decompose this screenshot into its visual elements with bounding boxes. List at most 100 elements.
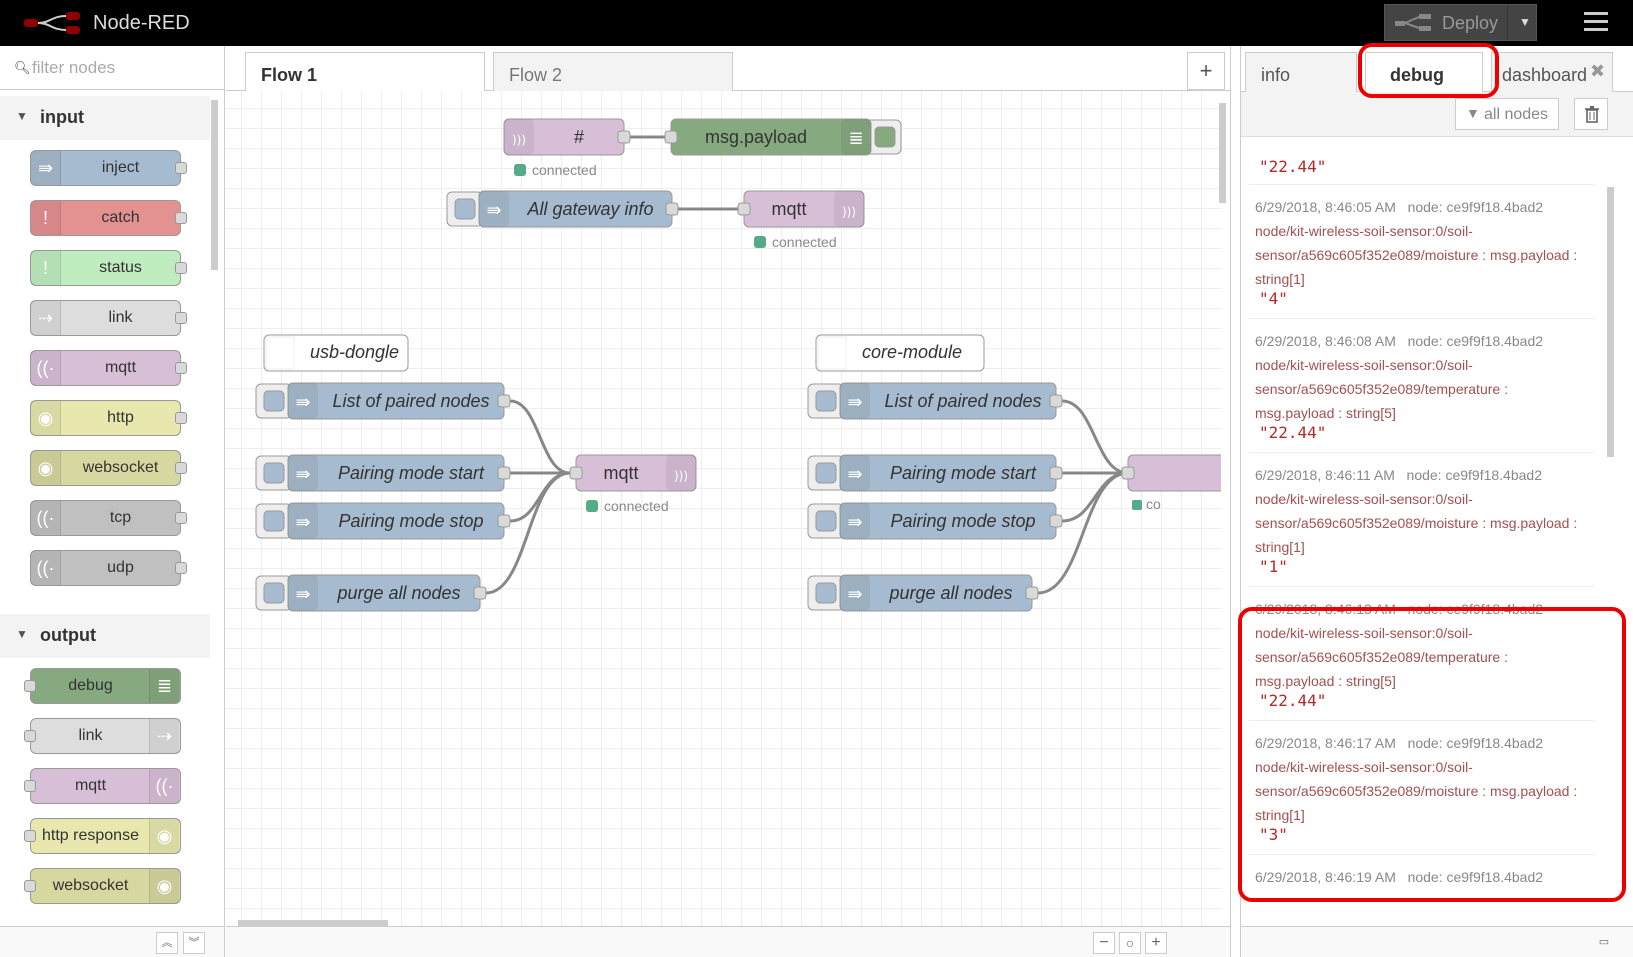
- palette-node-mqtt[interactable]: ((·mqtt: [30, 350, 187, 386]
- node-port[interactable]: [175, 462, 187, 474]
- palette-node-http-response[interactable]: ◉http response: [24, 818, 181, 854]
- flow-wire[interactable]: [1037, 471, 1129, 595]
- debug-message[interactable]: 6/29/2018, 8:46:19 AM node: ce9f9f18.4ba…: [1249, 855, 1594, 927]
- flow-node-pairing-mode-stop[interactable]: ⇛Pairing mode stop: [255, 502, 511, 540]
- node-output-port[interactable]: [1049, 394, 1063, 408]
- debug-scroll-thumb[interactable]: [1607, 187, 1614, 457]
- canvas-vertical-scrollbar[interactable]: [1216, 91, 1228, 926]
- debug-message-value[interactable]: "22.44": [1259, 691, 1327, 710]
- palette-node-udp[interactable]: ((·udp: [30, 550, 187, 586]
- sidebar-tab-debug[interactable]: debug: [1365, 52, 1483, 93]
- palette-node-websocket[interactable]: ◉websocket: [30, 450, 187, 486]
- deploy-button[interactable]: Deploy ▼: [1384, 4, 1537, 41]
- node-port[interactable]: [24, 830, 36, 842]
- palette-node-http[interactable]: ◉http: [30, 400, 187, 436]
- flow-node-pairing-mode-start[interactable]: ⇛Pairing mode start: [255, 454, 511, 492]
- flow-canvas[interactable]: co)))#connected≣msg.payload⇛All gateway …: [226, 91, 1221, 926]
- deploy-menu-caret-icon[interactable]: ▼: [1519, 15, 1531, 29]
- debug-scrollbar[interactable]: [1603, 137, 1617, 927]
- clear-debug-button[interactable]: [1574, 98, 1608, 130]
- debug-message-list[interactable]: string[5] "22.44" 6/29/2018, 8:46:05 AM …: [1249, 137, 1594, 927]
- flow-node-core-module[interactable]: core-module: [815, 334, 985, 372]
- node-port[interactable]: [175, 362, 187, 374]
- node-port[interactable]: [24, 780, 36, 792]
- node-port[interactable]: [175, 562, 187, 574]
- filter-nodes-input[interactable]: [32, 56, 212, 80]
- palette-node-tcp[interactable]: ((·tcp: [30, 500, 187, 536]
- flow-node-list-of-paired-nodes[interactable]: ⇛List of paired nodes: [255, 382, 511, 420]
- tab-flow-2[interactable]: Flow 2: [493, 52, 733, 92]
- flow-wire[interactable]: [485, 471, 571, 595]
- node-output-port[interactable]: [497, 466, 511, 480]
- debug-message-node[interactable]: node: ce9f9f18.4bad2: [1407, 869, 1544, 885]
- palette-category-input[interactable]: ▼input: [0, 96, 210, 140]
- node-port[interactable]: [24, 730, 36, 742]
- canvas-horizontal-scrollbar[interactable]: [226, 917, 1221, 929]
- node-input-port[interactable]: [664, 130, 678, 144]
- palette-category-output[interactable]: ▼output: [0, 614, 210, 658]
- node-output-port[interactable]: [473, 586, 487, 600]
- add-flow-tab-button[interactable]: +: [1187, 52, 1225, 90]
- palette-node-websocket[interactable]: ◉websocket: [24, 868, 181, 904]
- palette-scroll-thumb[interactable]: [211, 100, 218, 270]
- debug-message[interactable]: 6/29/2018, 8:46:17 AM node: ce9f9f18.4ba…: [1249, 721, 1594, 855]
- open-debug-window-icon[interactable]: ▭: [1598, 936, 1610, 948]
- node-port[interactable]: [175, 212, 187, 224]
- node-output-port[interactable]: [1025, 586, 1039, 600]
- node-port[interactable]: [175, 162, 187, 174]
- node-input-port[interactable]: [1121, 466, 1135, 480]
- sidebar-tab-dashboard[interactable]: dashboard✖: [1491, 52, 1613, 92]
- palette-node-link[interactable]: ⇢link: [30, 300, 187, 336]
- node-input-port[interactable]: [569, 466, 583, 480]
- node-port[interactable]: [24, 880, 36, 892]
- debug-message-value[interactable]: "1": [1259, 557, 1288, 576]
- flow-node-pairing-mode-start[interactable]: ⇛Pairing mode start: [807, 454, 1063, 492]
- palette-node-status[interactable]: !status: [30, 250, 187, 286]
- zoom-reset-button[interactable]: ○: [1119, 932, 1141, 954]
- flow-node-pairing-mode-stop[interactable]: ⇛Pairing mode stop: [807, 502, 1063, 540]
- zoom-in-button[interactable]: +: [1145, 932, 1167, 954]
- node-input-port[interactable]: [737, 202, 751, 216]
- debug-filter-button[interactable]: ▼all nodes: [1455, 98, 1559, 130]
- flow-wire[interactable]: [1061, 399, 1129, 475]
- node-output-port[interactable]: [665, 202, 679, 216]
- expand-all-button[interactable]: ︾: [183, 932, 205, 954]
- node-output-port[interactable]: [1049, 466, 1063, 480]
- flow-wire[interactable]: [1061, 471, 1129, 523]
- debug-message-value[interactable]: "22.44": [1259, 423, 1327, 442]
- flow-wire[interactable]: [509, 399, 571, 475]
- debug-message-node[interactable]: node: ce9f9f18.4bad2: [1406, 467, 1542, 483]
- debug-message-value[interactable]: "3": [1259, 825, 1288, 844]
- flow-node-usb-dongle[interactable]: usb-dongle: [263, 334, 409, 372]
- debug-message-node[interactable]: node: ce9f9f18.4bad2: [1407, 199, 1544, 215]
- node-port[interactable]: [175, 512, 187, 524]
- zoom-out-button[interactable]: −: [1093, 932, 1115, 954]
- tab-flow-1[interactable]: Flow 1: [245, 52, 485, 93]
- node-port[interactable]: [175, 262, 187, 274]
- node-output-port[interactable]: [497, 514, 511, 528]
- palette-node-link[interactable]: ⇢link: [24, 718, 181, 754]
- palette-scrollbar[interactable]: [210, 96, 219, 916]
- debug-message[interactable]: 6/29/2018, 8:46:05 AM node: ce9f9f18.4ba…: [1249, 185, 1594, 319]
- debug-message[interactable]: 6/29/2018, 8:46:08 AM node: ce9f9f18.4ba…: [1249, 319, 1594, 453]
- node-output-port[interactable]: [1049, 514, 1063, 528]
- debug-message-node[interactable]: node: ce9f9f18.4bad2: [1407, 735, 1544, 751]
- canvas-vertical-scroll-thumb[interactable]: [1219, 103, 1226, 203]
- flow-node-list-of-paired-nodes[interactable]: ⇛List of paired nodes: [807, 382, 1063, 420]
- comment-node-body[interactable]: [815, 334, 985, 372]
- collapse-all-button[interactable]: ︽: [156, 932, 178, 954]
- sidebar-resize-handle[interactable]: [1230, 46, 1240, 957]
- main-menu-hamburger-icon[interactable]: [1584, 12, 1608, 32]
- comment-node-body[interactable]: [263, 334, 409, 372]
- palette-node-catch[interactable]: !catch: [30, 200, 187, 236]
- close-tab-icon[interactable]: ✖: [1590, 61, 1612, 85]
- flow-node-purge-all-nodes[interactable]: ⇛purge all nodes: [255, 574, 487, 612]
- node-port[interactable]: [24, 680, 36, 692]
- node-output-port[interactable]: [497, 394, 511, 408]
- flow-node-purge-all-nodes[interactable]: ⇛purge all nodes: [807, 574, 1039, 612]
- flow-node-msg-payload[interactable]: ≣msg.payload: [664, 118, 902, 156]
- palette-node-debug[interactable]: ≣debug: [24, 668, 181, 704]
- flow-node-mqtt-cut[interactable]: [1127, 454, 1221, 492]
